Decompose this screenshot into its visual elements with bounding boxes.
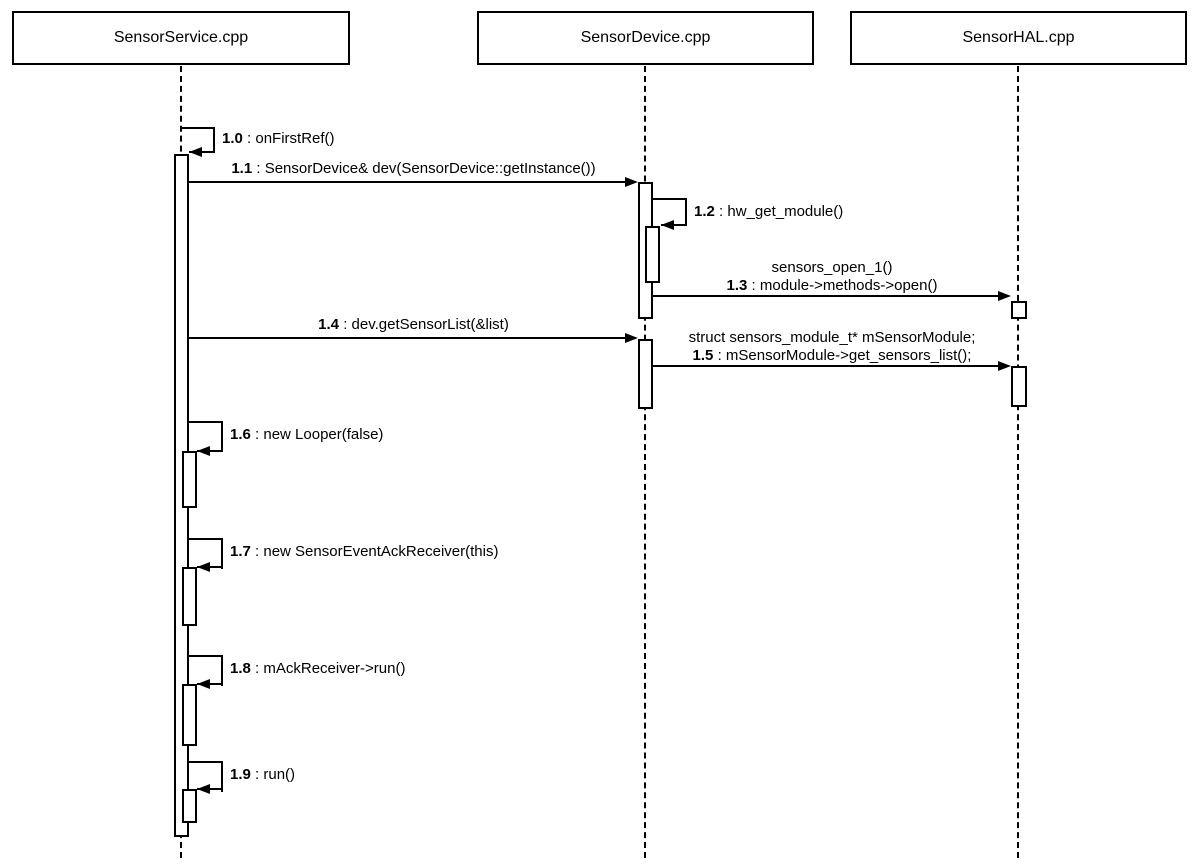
message-seq: 1.5 — [692, 347, 714, 364]
message-label-1-7: 1.7 : new SensorEventAckReceiver(this) — [230, 543, 498, 561]
message-note: struct sensors_module_t* mSensorModule; — [688, 329, 976, 346]
message-line-1-3 — [653, 295, 998, 297]
message-seq: 1.9 — [230, 766, 251, 783]
message-label-1-8: 1.8 : mAckReceiver->run() — [230, 660, 405, 678]
self-message-1-2-bottom-line — [661, 224, 687, 226]
actor-box-sensorservice: SensorService.cpp — [12, 11, 350, 65]
activation-bar-sensordevice-2 — [638, 339, 653, 409]
message-line-1-4 — [189, 337, 625, 339]
arrowhead-icon — [625, 177, 638, 187]
message-seq: 1.4 — [318, 316, 340, 333]
actor-label: SensorService.cpp — [113, 29, 249, 46]
message-text: : module->methods->open() — [747, 277, 938, 294]
message-note: sensors_open_1() — [771, 259, 893, 276]
message-text: : mSensorModule->get_sensors_list(); — [713, 347, 972, 364]
arrowhead-icon — [998, 361, 1011, 371]
message-text: : mAckReceiver->run() — [250, 660, 406, 677]
message-text: : new Looper(false) — [250, 426, 384, 443]
self-message-1-7-top-line — [188, 538, 223, 540]
arrowhead-icon — [625, 333, 638, 343]
activation-bar-sensorhal-1-5 — [1011, 366, 1027, 407]
message-main-line: 1.5 : mSensorModule->get_sensors_list(); — [653, 347, 1011, 365]
message-seq: 1.0 — [222, 130, 243, 147]
self-message-1-2-top-line — [652, 198, 687, 200]
arrowhead-icon — [197, 446, 210, 456]
arrowhead-icon — [197, 784, 210, 794]
message-seq: 1.1 — [231, 160, 253, 177]
lifeline-sensorhal — [1017, 66, 1019, 858]
self-message-1-7-bottom-line — [197, 566, 223, 568]
self-message-1-9-right-line — [221, 761, 223, 792]
self-message-1-0-bottom-line — [189, 151, 215, 153]
message-label-1-5: struct sensors_module_t* mSensorModule; … — [653, 329, 1011, 365]
arrowhead-icon — [189, 147, 202, 157]
message-label-1-4: 1.4 : dev.getSensorList(&list) — [189, 316, 638, 334]
message-text: : onFirstRef() — [242, 130, 335, 147]
activation-bar-sensorservice-1-9 — [182, 789, 197, 823]
message-label-1-1: 1.1 : SensorDevice& dev(SensorDevice::ge… — [189, 160, 638, 178]
message-seq: 1.8 — [230, 660, 251, 677]
self-message-1-7-right-line — [221, 538, 223, 569]
message-seq: 1.2 — [694, 203, 715, 220]
actor-label: SensorDevice.cpp — [580, 29, 711, 46]
self-message-1-2-right-line — [685, 198, 687, 226]
activation-bar-sensorservice-1-6 — [182, 451, 197, 508]
message-text: : run() — [250, 766, 296, 783]
message-text: : new SensorEventAckReceiver(this) — [250, 543, 499, 560]
message-text: : hw_get_module() — [714, 203, 844, 220]
self-message-1-6-right-line — [221, 421, 223, 452]
message-text: : dev.getSensorList(&list) — [339, 316, 509, 333]
activation-bar-sensorservice-1-7 — [182, 567, 197, 626]
self-message-1-8-top-line — [188, 655, 223, 657]
activation-bar-sensordevice-1-2 — [645, 226, 660, 283]
message-seq: 1.3 — [726, 277, 748, 294]
message-label-1-6: 1.6 : new Looper(false) — [230, 426, 383, 444]
self-message-1-0-top-line — [181, 127, 215, 129]
self-message-1-8-right-line — [221, 655, 223, 686]
self-message-1-9-top-line — [188, 761, 223, 763]
message-label-1-0: 1.0 : onFirstRef() — [222, 130, 335, 148]
arrowhead-icon — [998, 291, 1011, 301]
actor-box-sensordevice: SensorDevice.cpp — [477, 11, 814, 65]
message-label-1-9: 1.9 : run() — [230, 766, 295, 784]
message-text: : SensorDevice& dev(SensorDevice::getIns… — [252, 160, 596, 177]
self-message-1-6-top-line — [188, 421, 223, 423]
message-label-1-3: sensors_open_1() 1.3 : module->methods->… — [653, 259, 1011, 295]
self-message-1-9-bottom-line — [197, 788, 223, 790]
message-label-1-2: 1.2 : hw_get_module() — [694, 203, 843, 221]
arrowhead-icon — [197, 679, 210, 689]
message-seq: 1.7 — [230, 543, 251, 560]
message-seq: 1.6 — [230, 426, 251, 443]
message-line-1-5 — [653, 365, 998, 367]
activation-bar-sensorhal-1-3 — [1011, 301, 1027, 319]
message-line-1-1 — [189, 181, 626, 183]
arrowhead-icon — [197, 562, 210, 572]
message-main-line: 1.3 : module->methods->open() — [653, 277, 1011, 295]
lifeline-sensordevice — [644, 66, 646, 858]
actor-label: SensorHAL.cpp — [962, 29, 1075, 46]
actor-box-sensorhal: SensorHAL.cpp — [850, 11, 1187, 65]
arrowhead-icon — [661, 220, 674, 230]
self-message-1-6-bottom-line — [197, 450, 223, 452]
self-message-1-8-bottom-line — [197, 683, 223, 685]
self-message-1-0-right-line — [213, 127, 215, 153]
activation-bar-sensorservice-1-8 — [182, 684, 197, 746]
